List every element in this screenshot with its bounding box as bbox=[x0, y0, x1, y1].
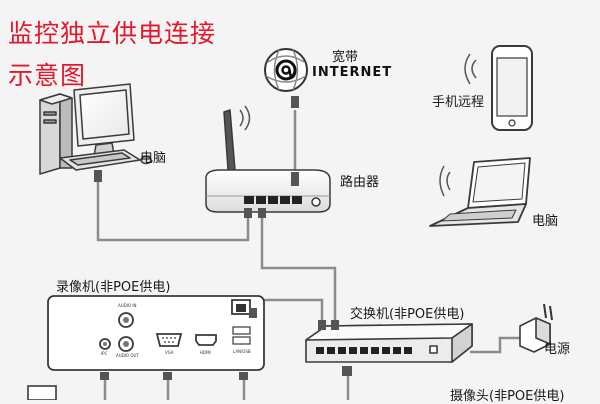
nvr-label: 录像机(非POE供电) bbox=[56, 280, 171, 295]
power-adapter-icon bbox=[519, 303, 553, 353]
desktop-pc-label: 电脑 bbox=[140, 151, 167, 166]
nvr-port-ipc-label: IPC bbox=[101, 351, 108, 356]
camera-icon bbox=[27, 366, 352, 400]
switch-label: 交换机(非POE供电) bbox=[350, 307, 465, 322]
network-switch-icon bbox=[305, 320, 473, 363]
router-icon bbox=[205, 105, 331, 218]
globe-at-icon bbox=[264, 48, 308, 108]
diagram-title-line1: 监控独立供电连接 bbox=[8, 19, 217, 48]
diagram-title-line2: 示意图 bbox=[8, 61, 87, 90]
nvr-recorder-icon bbox=[47, 295, 265, 371]
laptop-label: 电脑 bbox=[532, 214, 559, 229]
internet-word-label: INTERNET bbox=[312, 65, 393, 80]
camera-label: 摄像头(非POE供电) bbox=[450, 389, 565, 404]
smartphone-icon bbox=[464, 45, 533, 131]
cable-router-switch bbox=[260, 214, 337, 322]
power-label: 电源 bbox=[544, 342, 571, 357]
nvr-port-lan-label: LAN/USB bbox=[233, 349, 251, 354]
nvr-port-hdmi-label: HDMI bbox=[200, 350, 211, 355]
nvr-port-audio-in-label: AUDIO IN bbox=[118, 303, 137, 308]
laptop-icon bbox=[429, 157, 531, 227]
nvr-port-vga-label: VGA bbox=[165, 350, 174, 355]
desktop-computer-icon bbox=[39, 83, 152, 182]
cable-desktop-router bbox=[96, 180, 250, 242]
phone-remote-label: 手机远程 bbox=[432, 95, 485, 110]
router-label: 路由器 bbox=[340, 175, 380, 190]
cable-switch-power bbox=[470, 336, 520, 354]
nvr-port-audio-out-label: AUDIO OUT bbox=[116, 353, 139, 358]
internet-broadband-label: 宽带 bbox=[332, 50, 359, 65]
